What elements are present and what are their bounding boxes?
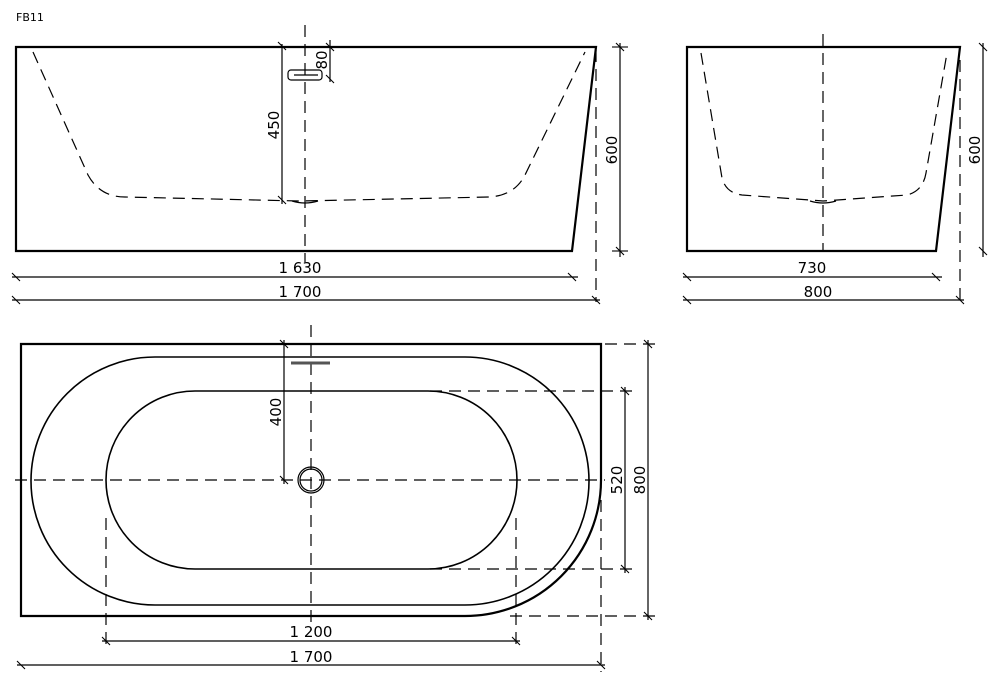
top-basin [105, 390, 518, 570]
outer-width-label: 800 [631, 466, 649, 495]
front-bottom-width-label: 1 630 [279, 259, 322, 277]
front-drain-icon [291, 200, 319, 204]
side-bottom-width-label: 730 [798, 259, 827, 277]
side-top-width-label: 800 [804, 283, 833, 301]
outer-length-label: 1 700 [290, 648, 333, 666]
drain-distance-label: 400 [267, 398, 285, 427]
front-view: 450 80 600 1 630 1 700 [11, 25, 628, 305]
model-code: FB11 [16, 11, 44, 24]
drain-outer-icon [297, 466, 325, 494]
inner-length-label: 1 200 [290, 623, 333, 641]
side-height-label: 600 [966, 136, 984, 165]
side-view: 600 730 800 [682, 34, 988, 305]
inner-width-label: 520 [608, 466, 626, 495]
front-top-width-label: 1 700 [279, 283, 322, 301]
side-drain-icon [809, 200, 837, 204]
overflow-offset-label: 80 [313, 50, 331, 69]
front-outline [14, 45, 598, 253]
front-height-label: 600 [603, 136, 621, 165]
top-outline [19, 342, 603, 618]
top-view: 400 520 800 1 200 1 700 [15, 325, 660, 672]
front-inner-basin [32, 51, 586, 202]
overflow-icon [287, 69, 323, 81]
side-outline [685, 45, 962, 253]
overflow-height-label: 450 [265, 111, 283, 140]
side-inner-basin [700, 52, 948, 202]
top-rim [30, 356, 590, 606]
drain-inner-icon [299, 468, 323, 492]
